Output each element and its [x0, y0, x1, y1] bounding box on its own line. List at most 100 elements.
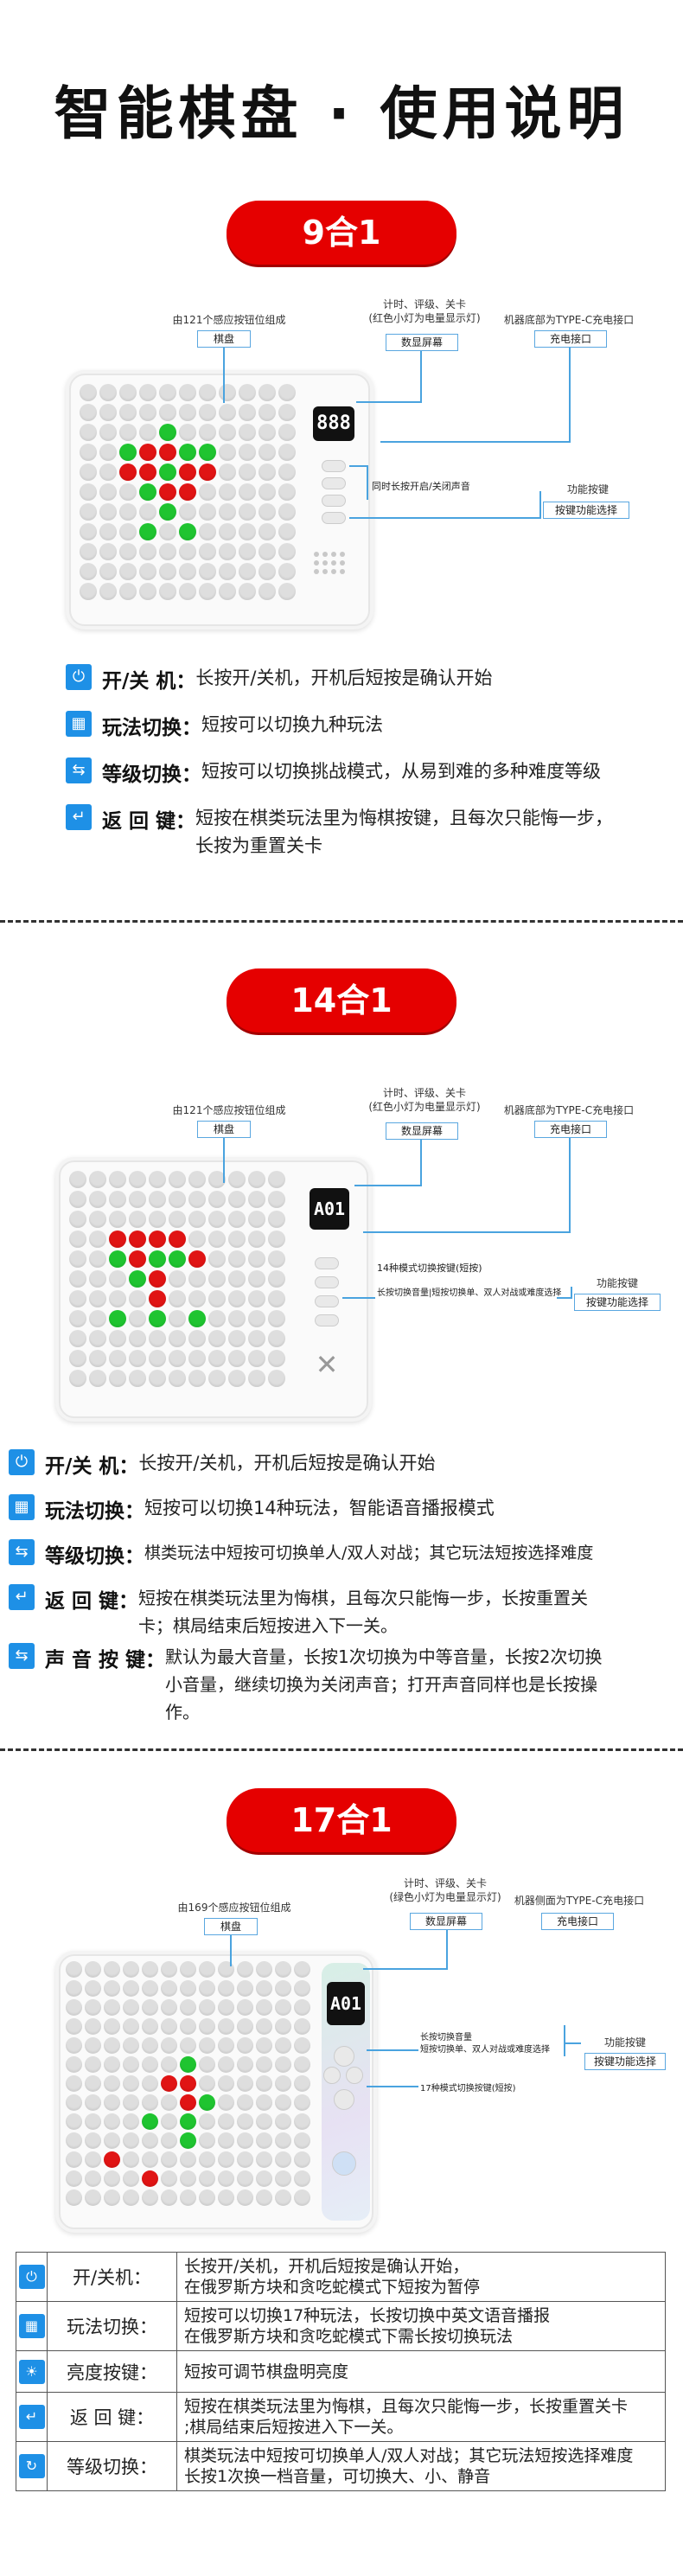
board-cell[interactable] [104, 2037, 120, 2054]
board-cell[interactable] [278, 583, 296, 600]
board-cell[interactable] [278, 384, 296, 401]
board-cell[interactable] [109, 1191, 126, 1208]
board-cell[interactable] [259, 463, 276, 481]
board-cell[interactable] [85, 2132, 101, 2149]
board-cell[interactable] [104, 1980, 120, 1997]
board-cell[interactable] [161, 1961, 177, 1978]
board-cell[interactable] [80, 424, 97, 441]
board-cell[interactable] [69, 1230, 86, 1248]
board-cell[interactable] [256, 2113, 272, 2130]
board-cell[interactable] [219, 424, 236, 441]
board-cell[interactable] [199, 2056, 215, 2073]
board-cell[interactable] [104, 2113, 120, 2130]
board-cell[interactable] [85, 2170, 101, 2187]
board-cell[interactable] [237, 2151, 253, 2168]
board-cell[interactable] [268, 1211, 285, 1228]
board-cell[interactable] [268, 1171, 285, 1188]
board-cell[interactable] [218, 2037, 234, 2054]
board-cell[interactable] [139, 424, 156, 441]
board-cell[interactable] [142, 1999, 158, 2016]
board-cell[interactable] [188, 1171, 206, 1188]
board-cell[interactable] [123, 2094, 139, 2111]
board-cell[interactable] [169, 1250, 186, 1268]
board-cell[interactable] [149, 1230, 166, 1248]
board-cell[interactable] [149, 1290, 166, 1307]
board-cell[interactable] [180, 2094, 196, 2111]
board-cell[interactable] [119, 563, 137, 580]
board-cell[interactable] [159, 543, 176, 560]
board-cell[interactable] [268, 1230, 285, 1248]
board-cell[interactable] [180, 2151, 196, 2168]
board-cell[interactable] [179, 503, 196, 521]
board-cell[interactable] [123, 2075, 139, 2092]
board-cell[interactable] [275, 2075, 291, 2092]
board-cell[interactable] [218, 2113, 234, 2130]
board-cell[interactable] [159, 483, 176, 501]
board-cell[interactable] [139, 483, 156, 501]
board-cell[interactable] [278, 483, 296, 501]
board-cell[interactable] [228, 1230, 246, 1248]
board-cell[interactable] [228, 1350, 246, 1367]
board-cell[interactable] [139, 384, 156, 401]
board-cell[interactable] [89, 1211, 106, 1228]
board-cell[interactable] [80, 543, 97, 560]
board-cell[interactable] [104, 2132, 120, 2149]
board-cell[interactable] [199, 1980, 215, 1997]
board-cell[interactable] [239, 583, 256, 600]
board-cell[interactable] [109, 1230, 126, 1248]
board-cell[interactable] [219, 523, 236, 540]
board-cell[interactable] [218, 1961, 234, 1978]
board-cell[interactable] [99, 563, 117, 580]
board-cell[interactable] [237, 1980, 253, 1997]
board-cell[interactable] [119, 503, 137, 521]
board-cell[interactable] [142, 2018, 158, 2035]
board-cell[interactable] [80, 384, 97, 401]
board-cell[interactable] [66, 1980, 82, 1997]
board-cell[interactable] [169, 1191, 186, 1208]
board-cell[interactable] [248, 1310, 265, 1327]
board-cell[interactable] [259, 444, 276, 461]
board-cell[interactable] [80, 563, 97, 580]
board-cell[interactable] [109, 1350, 126, 1367]
board-cell[interactable] [218, 1980, 234, 1997]
board-cell[interactable] [237, 2094, 253, 2111]
board-cell[interactable] [85, 2113, 101, 2130]
board-cell[interactable] [208, 1350, 226, 1367]
board-cell[interactable] [66, 2170, 82, 2187]
board-cell[interactable] [294, 2170, 310, 2187]
board-cell[interactable] [259, 523, 276, 540]
board-cell[interactable] [256, 2132, 272, 2149]
board-cell[interactable] [294, 2189, 310, 2206]
board-cell[interactable] [89, 1330, 106, 1347]
board-cell[interactable] [109, 1370, 126, 1387]
board-cell[interactable] [199, 1999, 215, 2016]
board-cell[interactable] [294, 1980, 310, 1997]
board-cell[interactable] [139, 503, 156, 521]
board-cell[interactable] [219, 384, 236, 401]
board-cell[interactable] [275, 2113, 291, 2130]
board-cell[interactable] [85, 1999, 101, 2016]
board-cell[interactable] [237, 1961, 253, 1978]
board-cell[interactable] [142, 1980, 158, 1997]
board-cell[interactable] [119, 583, 137, 600]
board-cell[interactable] [259, 384, 276, 401]
board-cell[interactable] [180, 2189, 196, 2206]
board-cell[interactable] [89, 1310, 106, 1327]
board-cell[interactable] [188, 1310, 206, 1327]
board-cell[interactable] [237, 2037, 253, 2054]
board-cell[interactable] [169, 1211, 186, 1228]
board-cell[interactable] [89, 1270, 106, 1288]
board-cell[interactable] [256, 2037, 272, 2054]
board-cell[interactable] [208, 1370, 226, 1387]
board-cell[interactable] [89, 1171, 106, 1188]
board-cell[interactable] [248, 1191, 265, 1208]
board-cell[interactable] [219, 483, 236, 501]
board-cell[interactable] [256, 1980, 272, 1997]
board-cell[interactable] [268, 1370, 285, 1387]
board-cell[interactable] [237, 2189, 253, 2206]
board-cell[interactable] [180, 2170, 196, 2187]
board-cell[interactable] [129, 1350, 146, 1367]
board-cell[interactable] [123, 2037, 139, 2054]
board-cell[interactable] [159, 384, 176, 401]
board-cell[interactable] [119, 483, 137, 501]
